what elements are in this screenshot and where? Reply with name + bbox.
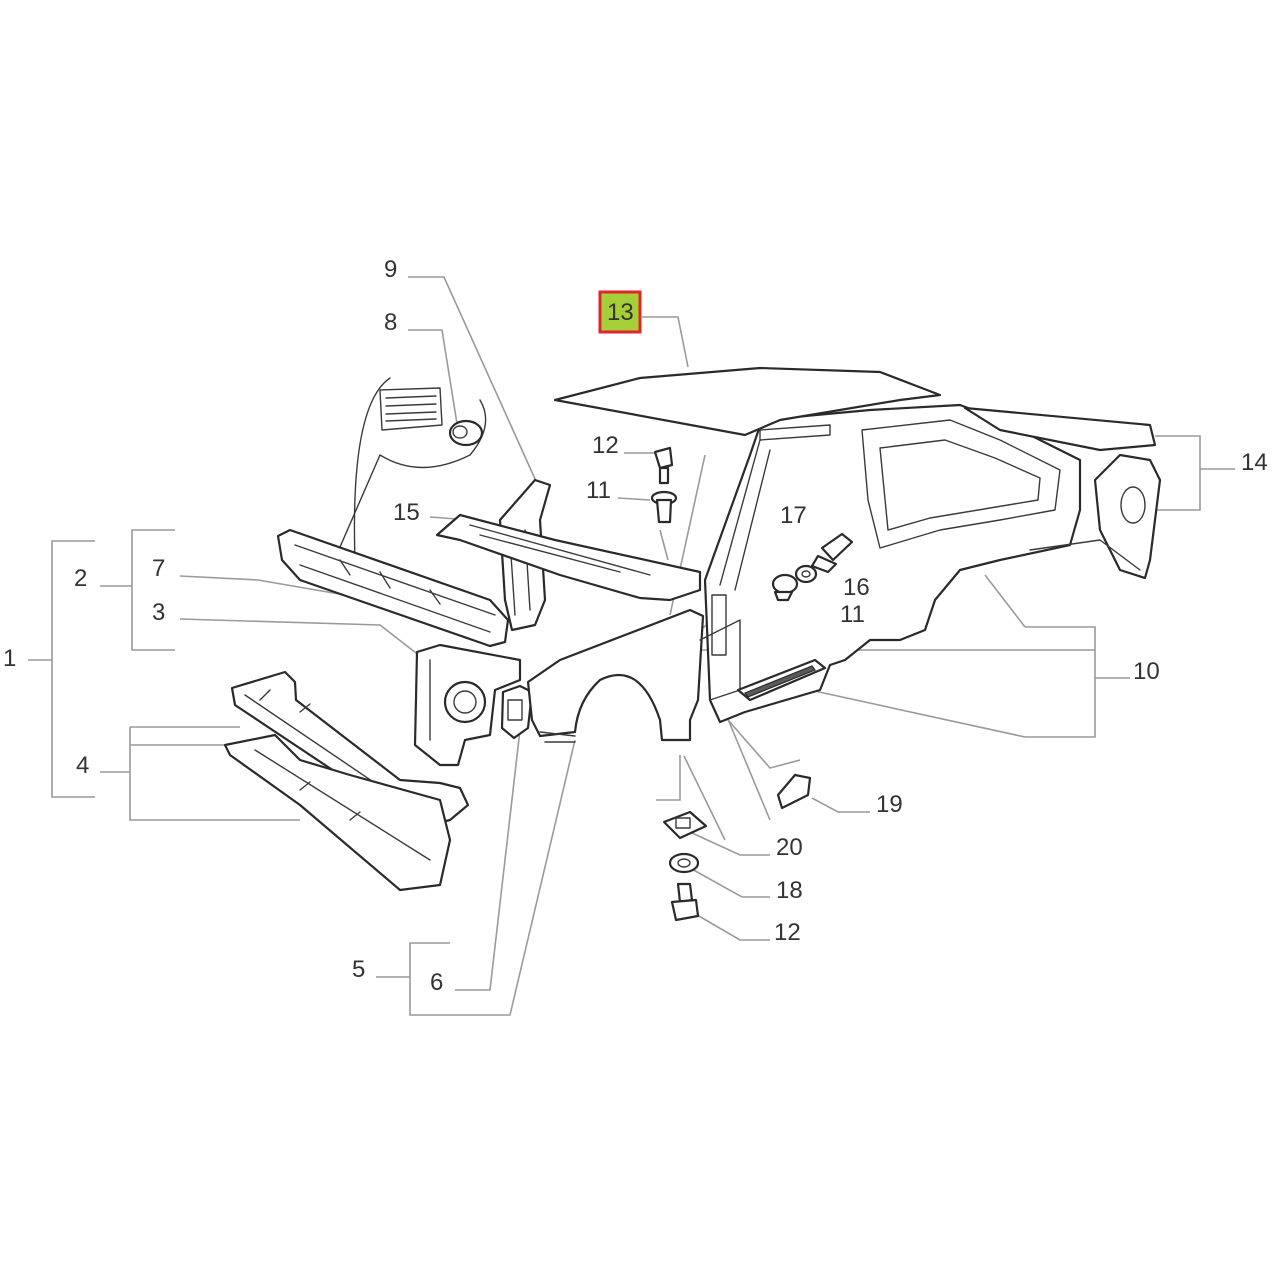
callout-20: 20 bbox=[776, 834, 803, 861]
bolt-top-part bbox=[653, 446, 674, 485]
callout-8: 8 bbox=[384, 309, 397, 336]
callout-14: 14 bbox=[1241, 449, 1268, 476]
clip-20-part bbox=[662, 810, 708, 840]
callout-13: 13 bbox=[607, 299, 634, 326]
callout-17: 17 bbox=[780, 502, 807, 529]
upper-crossmember-part bbox=[276, 528, 510, 648]
callout-3: 3 bbox=[152, 599, 165, 626]
clip-mid-part bbox=[771, 573, 799, 602]
bolt-17-part bbox=[810, 532, 854, 574]
callout-2: 2 bbox=[74, 565, 87, 592]
callout-9: 9 bbox=[384, 256, 397, 283]
callout-labels: 1 2 3 4 5 6 7 8 9 10 11 11 12 12 14 15 1… bbox=[3, 256, 1268, 996]
callout-7: 7 bbox=[152, 555, 165, 582]
callout-5: 5 bbox=[352, 956, 365, 983]
clip-top-part bbox=[650, 490, 678, 524]
highlight-box bbox=[598, 290, 642, 334]
callout-12-top: 12 bbox=[592, 432, 619, 459]
bolt-bottom-part bbox=[670, 882, 700, 922]
callout-10: 10 bbox=[1133, 658, 1160, 685]
washer-18-part bbox=[668, 852, 700, 874]
callout-11-top: 11 bbox=[586, 477, 611, 504]
small-bracket-part bbox=[500, 684, 534, 740]
callout-4: 4 bbox=[76, 752, 89, 779]
headlight-support-part bbox=[413, 643, 522, 767]
callout-15: 15 bbox=[393, 499, 420, 526]
body-parts bbox=[223, 366, 1162, 922]
front-underpanel-part bbox=[223, 733, 452, 892]
callout-16: 16 bbox=[843, 574, 870, 601]
highlighted-callout-13[interactable]: 13 bbox=[598, 290, 642, 334]
callout-19: 19 bbox=[876, 791, 903, 818]
callout-6: 6 bbox=[430, 969, 443, 996]
roof-panel-part bbox=[553, 366, 942, 441]
detail-magnifier bbox=[329, 377, 487, 571]
callout-12-bottom: 12 bbox=[774, 919, 801, 946]
cowl-panel-part bbox=[435, 513, 702, 602]
callout-11-mid: 11 bbox=[840, 601, 865, 628]
sill-strip-part bbox=[736, 658, 827, 702]
bracket-19-part bbox=[776, 773, 812, 810]
side-panel-part bbox=[699, 403, 1082, 724]
rear-structure-part bbox=[963, 406, 1162, 580]
washer-16-part bbox=[794, 564, 818, 584]
front-fender-part bbox=[526, 608, 705, 743]
callout-18: 18 bbox=[776, 877, 803, 904]
callout-1: 1 bbox=[3, 645, 16, 672]
